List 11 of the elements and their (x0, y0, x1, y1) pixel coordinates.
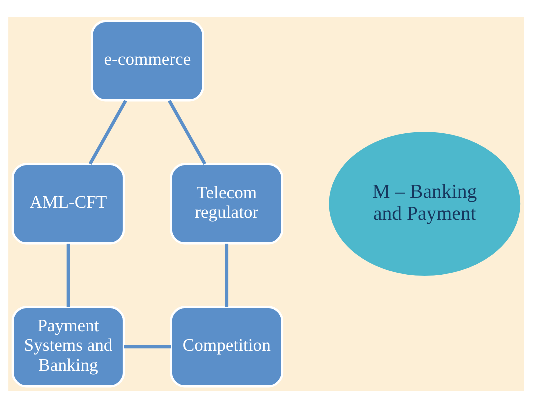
connector (66, 243, 70, 307)
connector (124, 344, 172, 348)
connector (225, 243, 229, 307)
node-box: Telecom regulator (170, 162, 284, 244)
node-ellipse: M – Banking and Payment (329, 131, 521, 276)
node-box: Payment Systems and Banking (12, 306, 126, 388)
connector (168, 100, 207, 164)
node-box: e-commerce (91, 20, 204, 102)
node-box: Competition (170, 306, 284, 388)
node-box: AML-CFT (12, 162, 126, 244)
connector (88, 100, 128, 164)
